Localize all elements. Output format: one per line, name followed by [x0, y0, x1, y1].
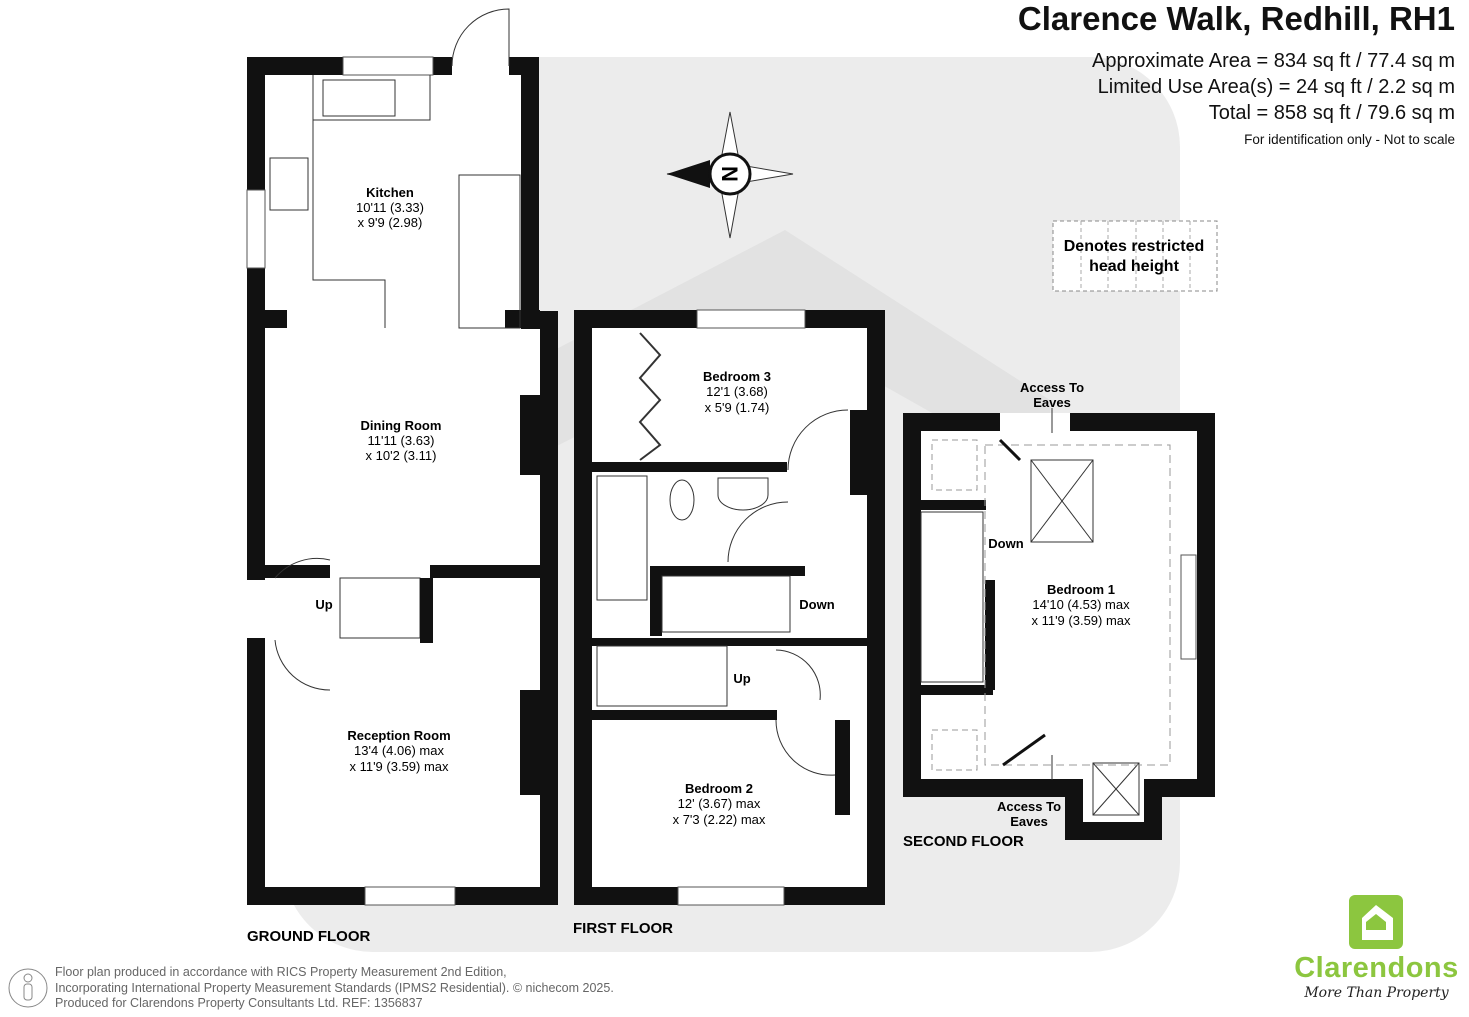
stairs-second	[920, 511, 984, 683]
footer-text: Floor plan produced in accordance with R…	[55, 965, 614, 1012]
clarendons-logo-icon	[1349, 895, 1403, 949]
bedroom2-dim2: x 7'3 (2.22) max	[673, 812, 766, 827]
reception-dim2: x 11'9 (3.59) max	[349, 759, 449, 774]
bedroom1-dim2: x 11'9 (3.59) max	[1031, 613, 1131, 628]
restricted-height-legend: Denotes restricted head height	[1052, 220, 1218, 292]
stairs-first-down	[661, 575, 791, 633]
hob-icon	[269, 157, 309, 211]
reception-dim1: 13'4 (4.06) max	[354, 743, 444, 758]
brand-logo: Clarendons More Than Property	[1284, 952, 1469, 1001]
first-floor-plan	[574, 309, 885, 906]
bedroom3-dim2: x 5'9 (1.74)	[705, 400, 770, 415]
ground-floor-plan	[246, 8, 558, 906]
dining-dim2: x 10'2 (3.11)	[366, 448, 437, 463]
person-icon	[8, 968, 48, 1008]
ground-stairs-up-label: Up	[315, 597, 332, 612]
kitchen-dim1: 10'11 (3.33)	[356, 200, 424, 215]
second-stairs-down-label: Down	[988, 536, 1023, 551]
reception-label: Reception Room	[347, 728, 450, 743]
footer-line3: Produced for Clarendons Property Consult…	[55, 996, 423, 1010]
second-floor-plan	[903, 408, 1215, 840]
eaves-bottom-label1: Access To	[997, 799, 1061, 814]
eaves-top-label2: Eaves	[1033, 395, 1071, 410]
eaves-top-label1: Access To	[1020, 380, 1084, 395]
toilet-icon	[669, 479, 695, 521]
brand-name: Clarendons	[1294, 952, 1459, 984]
bedroom2-label: Bedroom 2	[685, 781, 753, 796]
bedroom3-label: Bedroom 3	[703, 369, 771, 384]
legend-line1: Denotes restricted	[1064, 238, 1205, 255]
bedroom1-label: Bedroom 1	[1047, 582, 1115, 597]
legend-line2: head height	[1089, 258, 1179, 275]
ground-floor-label: GROUND FLOOR	[247, 928, 370, 945]
page-title: Clarence Walk, Redhill, RH1	[1017, 0, 1455, 37]
kitchen-dim2: x 9'9 (2.98)	[358, 215, 423, 230]
room-labels: Kitchen 10'11 (3.33) x 9'9 (2.98) Dining…	[247, 185, 1131, 945]
eaves-bottom-label2: Eaves	[1010, 814, 1048, 829]
footer-line1: Floor plan produced in accordance with R…	[55, 965, 507, 979]
bath-icon	[596, 475, 648, 601]
first-stairs-down-label: Down	[799, 597, 834, 612]
stairs-first-up	[596, 645, 728, 707]
approx-area: Approximate Area = 834 sq ft / 77.4 sq m	[1092, 50, 1455, 72]
brand-tagline: More Than Property	[1304, 985, 1449, 1001]
compass-icon: N	[666, 111, 794, 239]
dining-dim1: 11'11 (3.63)	[367, 433, 434, 448]
compass-label: N	[717, 166, 742, 182]
bedroom3-dim1: 12'1 (3.68)	[706, 384, 768, 399]
dining-label: Dining Room	[361, 418, 442, 433]
bedroom2-dim1: 12' (3.67) max	[678, 796, 761, 811]
sink-icon	[322, 79, 396, 117]
first-stairs-up-label: Up	[733, 671, 750, 686]
scale-note: For identification only - Not to scale	[1244, 132, 1455, 147]
total-area: Total = 858 sq ft / 79.6 sq m	[1208, 102, 1455, 124]
second-floor-label: SECOND FLOOR	[903, 833, 1024, 850]
basin-icon	[717, 477, 769, 511]
kitchen-label: Kitchen	[366, 185, 414, 200]
bedroom1-dim1: 14'10 (4.53) max	[1032, 597, 1130, 612]
stairs-ground	[339, 577, 421, 639]
limited-area: Limited Use Area(s) = 24 sq ft / 2.2 sq …	[1097, 76, 1455, 98]
footer-line2: Incorporating International Property Mea…	[55, 980, 614, 995]
first-floor-label: FIRST FLOOR	[573, 920, 673, 937]
